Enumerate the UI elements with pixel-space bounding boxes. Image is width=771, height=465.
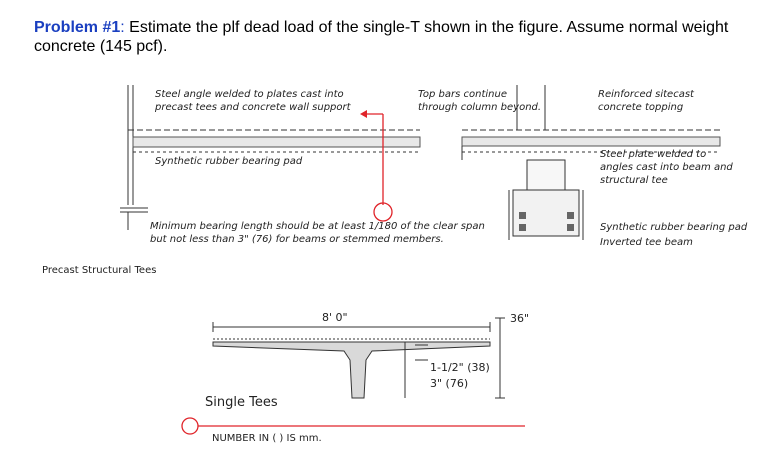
section-title: Precast Structural Tees (42, 265, 157, 276)
note-reinforced-topping: Reinforced sitecast concrete topping (598, 89, 694, 113)
dim-width: 8' 0" (322, 311, 348, 324)
note-inverted-tee: Inverted tee beam (600, 237, 693, 248)
note-min-bearing: Minimum bearing length should be at leas… (150, 221, 485, 245)
problem-label: Problem #1 (34, 19, 121, 36)
footnote: NUMBER IN ( ) IS mm. (212, 433, 322, 444)
dim-flange-2: 3" (76) (430, 377, 469, 390)
note-synthetic-pad-right: Synthetic rubber bearing pad (600, 222, 748, 233)
problem-text: Estimate the plf dead load of the single… (34, 19, 729, 55)
problem-statement: Problem #1: Estimate the plf dead load o… (34, 18, 754, 56)
dim-flange-1: 1-1/2" (38) (430, 361, 490, 374)
dim-depth: 36" (510, 312, 530, 325)
note-synthetic-pad-left: Synthetic rubber bearing pad (155, 156, 303, 167)
problem-colon: : (120, 19, 125, 36)
note-steel-plate: Steel plate welded to angles cast into b… (600, 149, 733, 186)
footnote-marker (181, 417, 525, 435)
note-steel-angle: Steel angle welded to plates cast into p… (155, 89, 351, 113)
arrow-head-icon (360, 110, 367, 118)
note-top-bars: Top bars continue through column beyond. (418, 89, 542, 113)
annotation-marker (365, 113, 393, 222)
single-tees-label: Single Tees (205, 395, 278, 410)
single-tee-section (212, 341, 491, 399)
